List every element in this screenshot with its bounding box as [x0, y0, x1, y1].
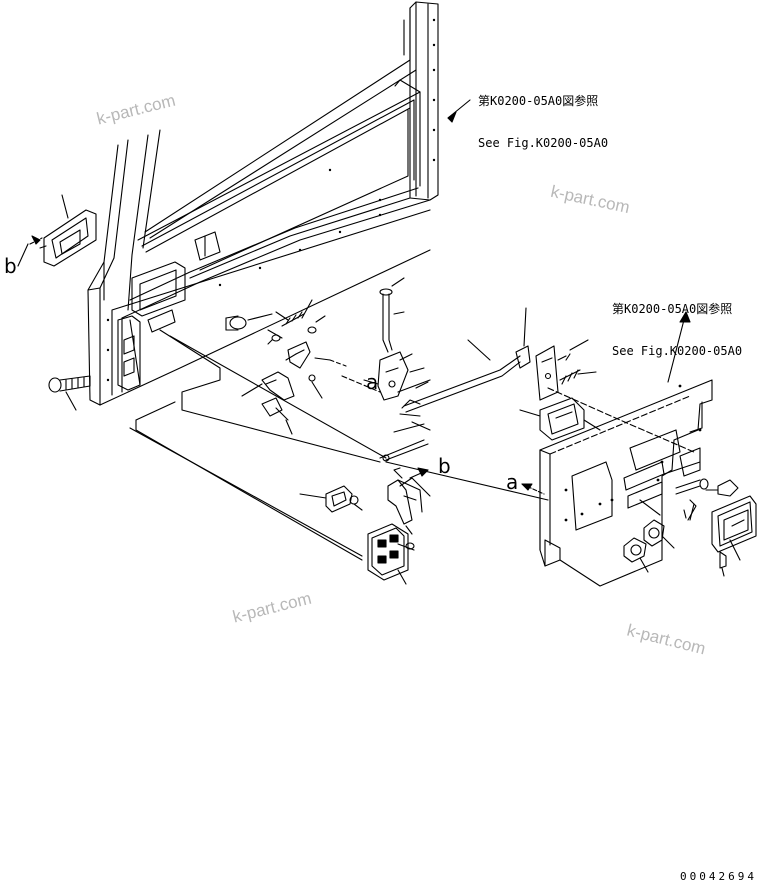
- callout-a-right: a: [506, 470, 519, 494]
- reference-note-top-jp: 第K0200-05A0図参照: [478, 94, 599, 108]
- center-rod-assembly: [341, 277, 521, 479]
- leader-b-left: [17, 243, 29, 267]
- document-number: 00042694: [680, 870, 757, 883]
- arrow-a-center: [363, 379, 379, 385]
- outer-handle: [39, 194, 97, 267]
- callout-a-center: a: [366, 370, 379, 394]
- reference-note-top: 第K0200-05A0図参照 See Fig.K0200-05A0: [478, 66, 608, 164]
- panel-knob: [225, 313, 273, 331]
- reference-note-right: 第K0200-05A0図参照 See Fig.K0200-05A0: [612, 274, 742, 372]
- right-linkage-parts: [515, 307, 601, 441]
- ref-arrow-top: [447, 111, 457, 123]
- lower-latch-assembly: [299, 477, 431, 585]
- reference-note-top-en: See Fig.K0200-05A0: [478, 136, 609, 150]
- reference-note-right-jp: 第K0200-05A0図参照: [612, 302, 733, 316]
- routing-line-right: [385, 461, 549, 501]
- hinge-bolt: [48, 375, 91, 411]
- ref-arrow-right: [679, 311, 691, 323]
- ref-leader-right: [667, 311, 687, 383]
- inner-handle: [711, 495, 757, 561]
- reference-note-right-en: See Fig.K0200-05A0: [612, 344, 743, 358]
- retaining-screws: [623, 478, 739, 577]
- spring-and-clips: [241, 299, 347, 435]
- callout-b-left: b: [4, 254, 17, 278]
- linkage-rod-outline: [135, 329, 381, 561]
- routing-line-lower: [129, 427, 363, 557]
- arrow-a-right: [521, 483, 545, 495]
- routing-line-middle: [169, 335, 387, 459]
- cab-side-panel: [539, 379, 713, 587]
- callout-b-center: b: [438, 454, 451, 478]
- door-frame: [87, 1, 439, 406]
